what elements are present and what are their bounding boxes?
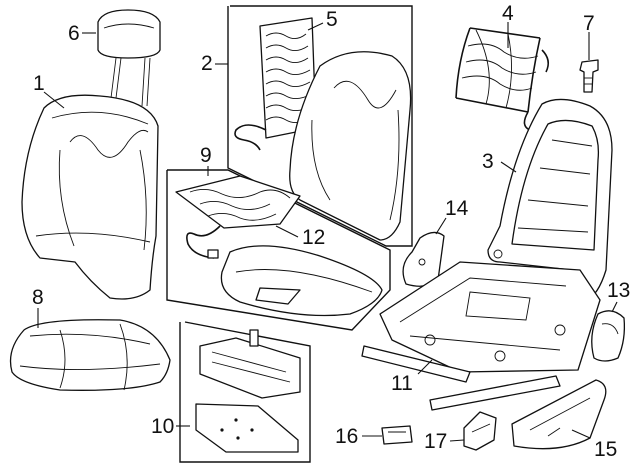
switch	[463, 411, 497, 451]
callout-1: 1	[33, 72, 45, 95]
callout-2: 2	[201, 52, 213, 75]
headrest	[97, 9, 161, 107]
callout-16: 16	[335, 425, 358, 448]
leader-lines	[37, 22, 618, 442]
callout-10: 10	[151, 415, 174, 438]
callout-9: 9	[200, 144, 212, 167]
seat-back-pad-box	[227, 5, 413, 247]
cushion-cover	[9, 319, 171, 391]
callout-labels: 1 2 3 4 5 6 7 8 9 10 11 12 13 14 15 16 1…	[32, 2, 630, 461]
callout-7: 7	[583, 12, 595, 35]
callout-3: 3	[482, 150, 494, 173]
clip	[381, 425, 413, 445]
cushion-pad	[220, 245, 383, 317]
callout-17: 17	[424, 430, 447, 453]
lumbar-support	[455, 27, 550, 131]
seat-back-frame	[487, 98, 613, 301]
callout-14: 14	[445, 197, 469, 220]
callout-15: 15	[594, 438, 617, 461]
callout-11: 11	[391, 372, 413, 395]
side-cover	[591, 310, 626, 362]
cushion-heater	[175, 175, 301, 259]
seat-track	[361, 261, 601, 411]
seat-back-pad	[289, 51, 412, 241]
callout-8: 8	[32, 286, 44, 309]
cushion-pad-box	[166, 169, 391, 331]
callout-5: 5	[326, 8, 338, 31]
callout-13: 13	[607, 279, 630, 302]
callout-12: 12	[302, 226, 325, 249]
headrest-guide	[579, 59, 599, 93]
callout-6: 6	[68, 22, 80, 45]
cushion-support-box	[179, 321, 311, 463]
seat-back-cover	[21, 94, 159, 300]
callout-4: 4	[502, 2, 514, 25]
cushion-support	[195, 329, 301, 453]
